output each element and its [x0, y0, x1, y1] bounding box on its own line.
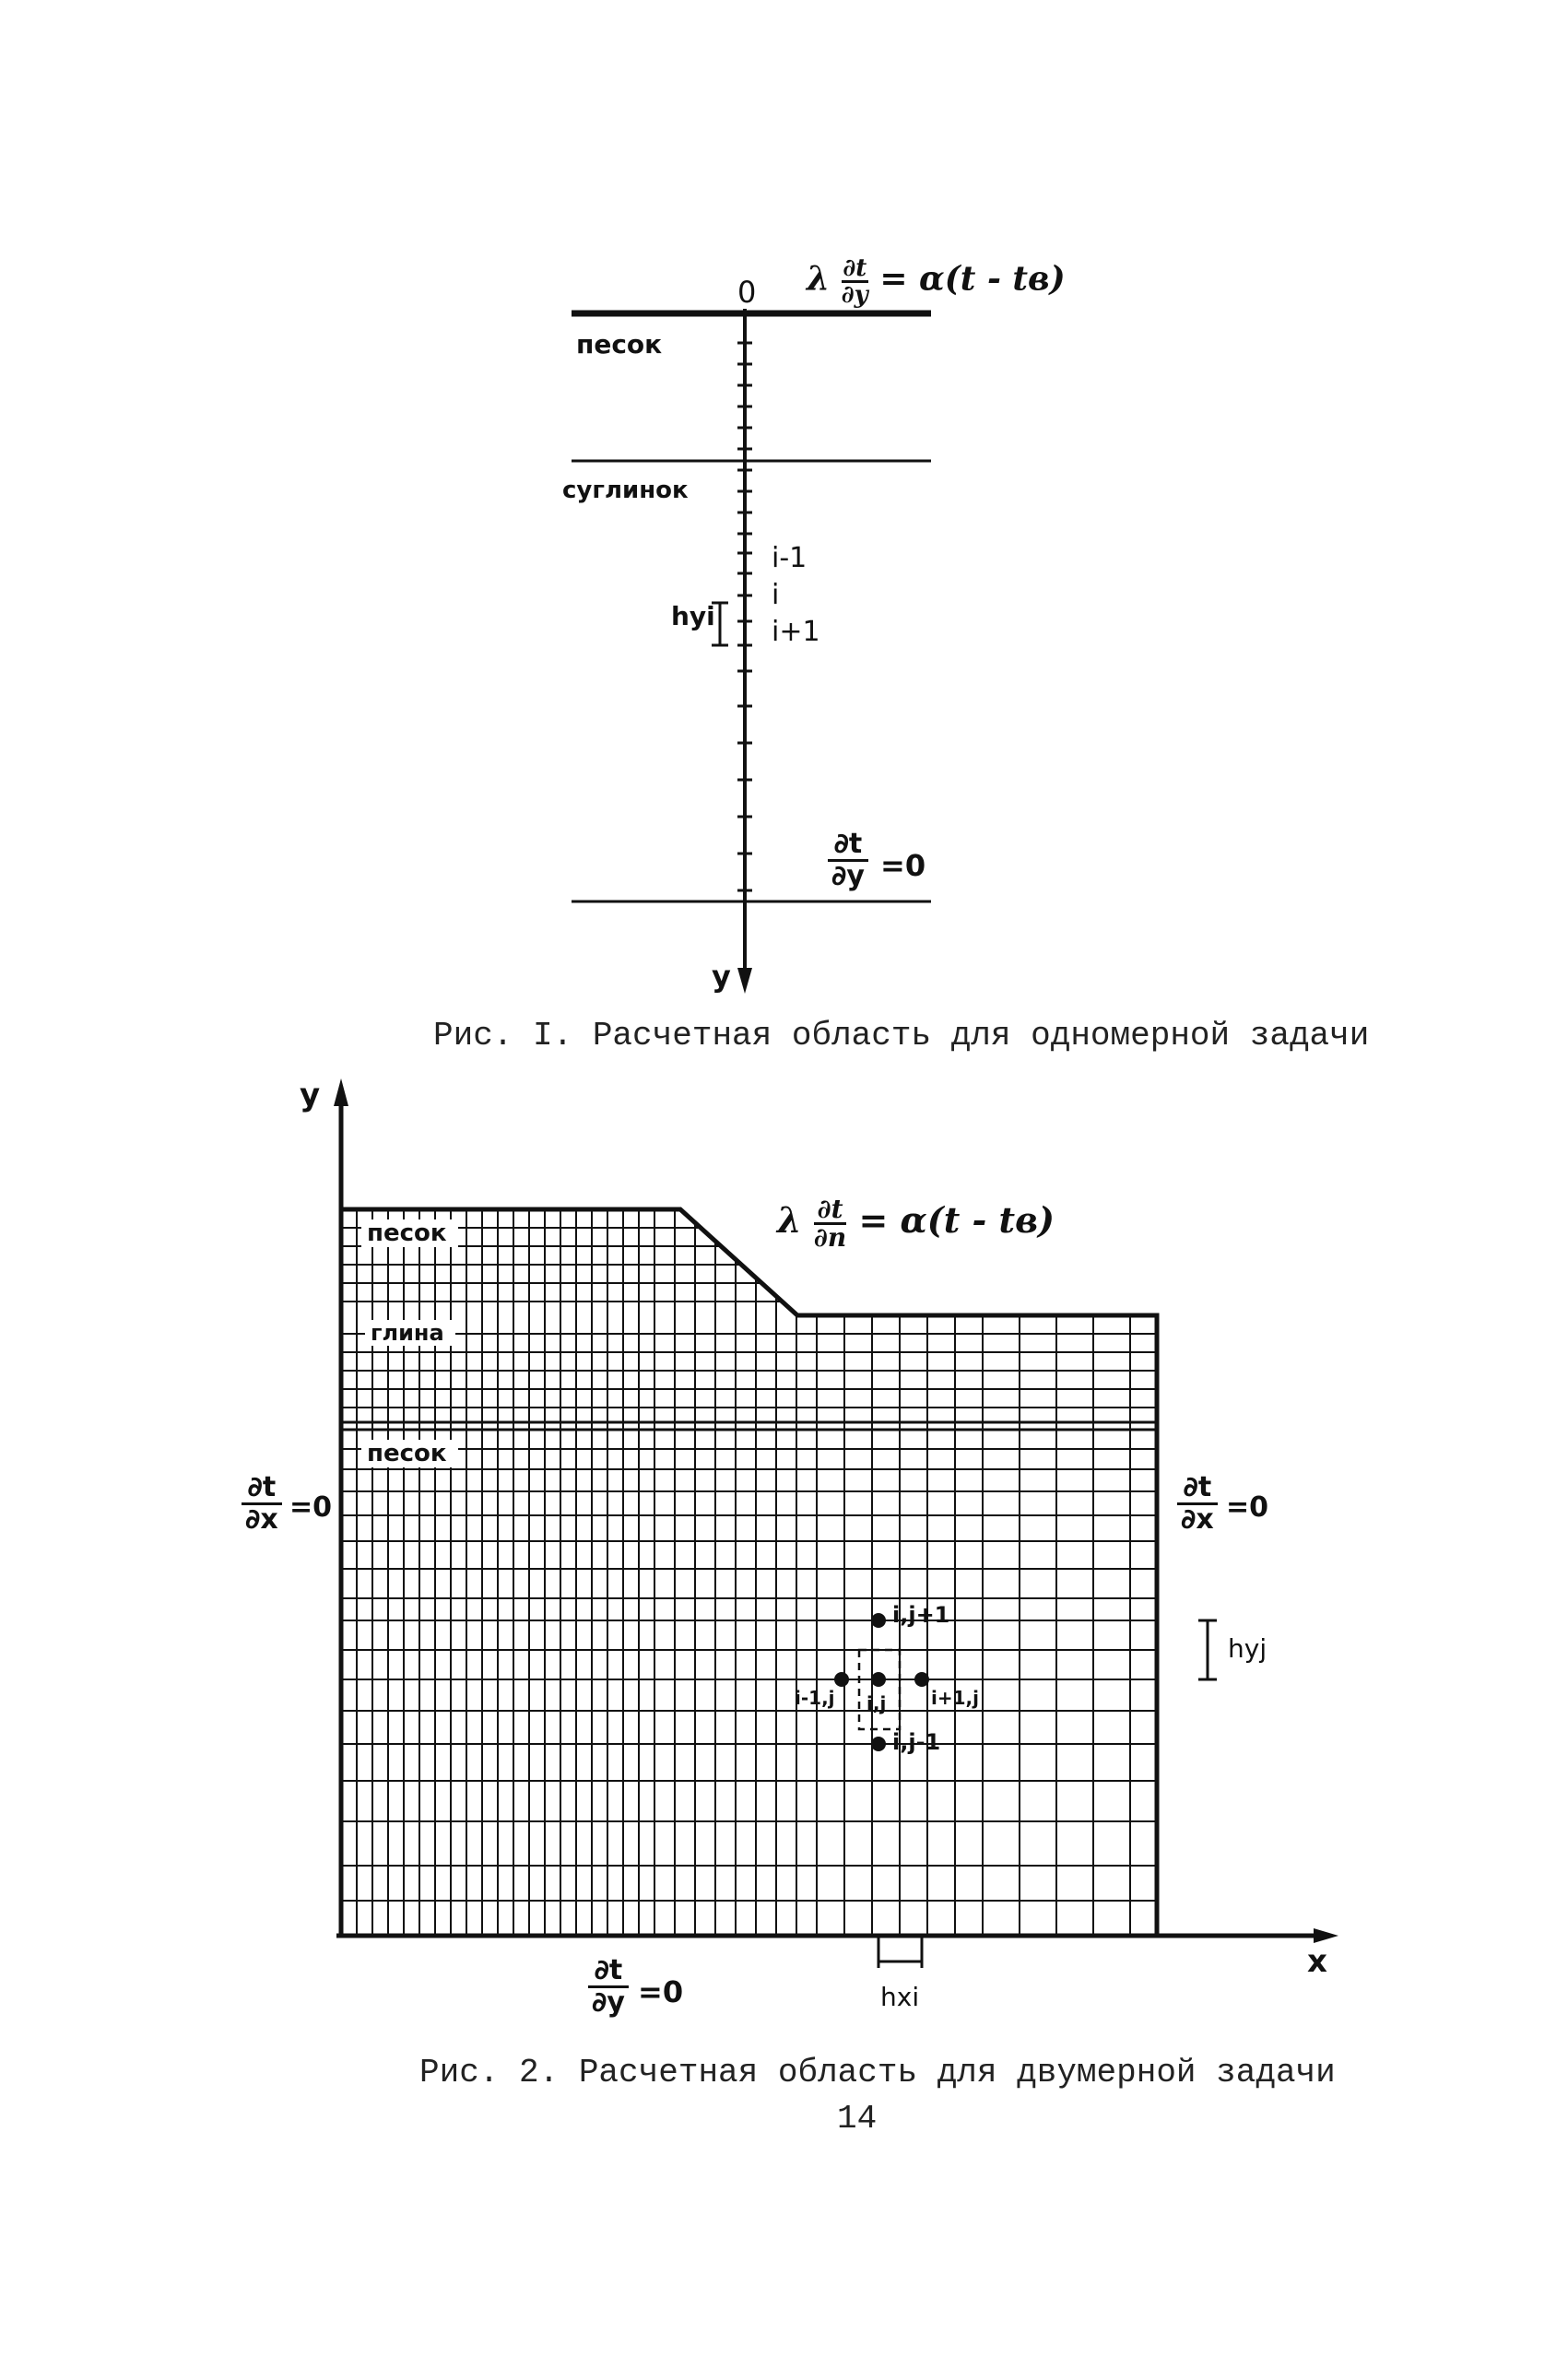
- fig2-left-rhs: =0: [289, 1491, 333, 1524]
- fig2-node-dot-top: [871, 1613, 886, 1628]
- fig2-node-label-bottom: i,j-1: [892, 1729, 941, 1755]
- fig2-node-label-right: i+1,j: [931, 1687, 979, 1709]
- fig2-node-dot-center: [871, 1672, 886, 1687]
- fig1-bottom-den: ∂y: [831, 859, 865, 892]
- fig2-bottom-den: ∂y: [592, 1985, 625, 2019]
- fig2-x-arrow: [1314, 1928, 1338, 1943]
- figure1-drawing: [572, 309, 931, 994]
- fig2-bottom-rhs: =0: [638, 1974, 684, 2009]
- fig2-right-rhs: =0: [1226, 1491, 1269, 1524]
- fig2-bottom-boundary-fraction: ∂t ∂y: [588, 1956, 629, 2017]
- fig1-step-bracket: [712, 601, 728, 647]
- fig2-left-den: ∂x: [245, 1502, 278, 1536]
- fig1-bottom-num: ∂t: [828, 830, 868, 862]
- fig2-node-dot-right: [914, 1672, 929, 1687]
- fig2-control-volume: [857, 1648, 902, 1731]
- fig1-top-boundary-formula: λ ∂t ∂y = α(t - tв): [807, 256, 1066, 307]
- fig2-right-den: ∂x: [1181, 1502, 1214, 1536]
- fig2-x-axis-label: x: [1307, 1943, 1327, 1980]
- fig1-top-num: ∂t: [841, 254, 868, 283]
- fig2-bottom-num: ∂t: [588, 1956, 629, 1988]
- fig2-step-y-bracket: [1198, 1619, 1217, 1681]
- fig2-domain-outline: [341, 1207, 1160, 1936]
- fig1-top-rhs: = α(t - tв): [879, 259, 1066, 299]
- fig2-grid: [341, 1209, 1157, 1936]
- fig2-node-label-center: i,j: [867, 1692, 887, 1714]
- fig1-caption: Рис. I. Расчетная область для одномерной…: [433, 1017, 1370, 1054]
- fig2-top-num: ∂t: [813, 1196, 847, 1225]
- fig1-top-lhs: λ: [807, 259, 831, 299]
- fig1-node-im1: i-1: [772, 542, 808, 574]
- fig1-node-ip1: i+1: [772, 616, 820, 648]
- fig1-node-i: i: [772, 579, 780, 611]
- fig2-y-arrow: [334, 1078, 348, 1106]
- fig2-step-y-label: hyj: [1228, 1633, 1267, 1664]
- page-number: 14: [837, 2100, 878, 2138]
- fig1-bottom-rhs: =0: [880, 848, 926, 883]
- fig2-node-dot-bottom: [871, 1737, 886, 1751]
- fig2-top-boundary-formula: λ ∂t ∂n = α(t - tв): [777, 1196, 1055, 1251]
- fig2-node-dot-left: [834, 1672, 849, 1687]
- fig1-step-label: hyi: [671, 601, 715, 631]
- fig1-layer-sand: песок: [576, 329, 663, 359]
- fig2-layer-sand-bottom: песок: [361, 1440, 458, 1467]
- fig1-bottom-boundary-fraction: ∂t ∂y: [828, 830, 868, 890]
- fig1-ticks: [737, 341, 752, 892]
- fig1-origin-label: 0: [737, 275, 757, 310]
- fig2-top-den: ∂n: [813, 1222, 847, 1253]
- fig2-top-lhs: λ: [777, 1199, 802, 1241]
- fig2-left-boundary-fraction: ∂t ∂x: [242, 1473, 282, 1534]
- fig1-layer-loam: суглинок: [562, 477, 689, 504]
- fig1-axis-label: y: [712, 959, 731, 994]
- fig2-left-num: ∂t: [242, 1473, 282, 1505]
- fig2-top-rhs: = α(t - tв): [858, 1199, 1055, 1241]
- fig2-step-x-bracket: [877, 1936, 924, 1968]
- fig2-layer-sand-top: песок: [361, 1219, 458, 1247]
- fig2-step-x-label: hxi: [880, 1982, 920, 2012]
- fig2-node-label-left: i-1,j: [795, 1687, 835, 1709]
- fig2-right-boundary-fraction: ∂t ∂x: [1177, 1473, 1218, 1534]
- fig2-layer-clay: глина: [365, 1320, 455, 1346]
- fig1-top-den: ∂y: [841, 281, 868, 309]
- fig2-caption: Рис. 2. Расчетная область для двумерной …: [419, 2054, 1336, 2091]
- fig1-y-arrow: [737, 968, 752, 994]
- fig2-right-num: ∂t: [1177, 1473, 1218, 1505]
- fig2-node-label-top: i,j+1: [892, 1602, 950, 1628]
- fig2-y-axis-label: y: [300, 1077, 321, 1113]
